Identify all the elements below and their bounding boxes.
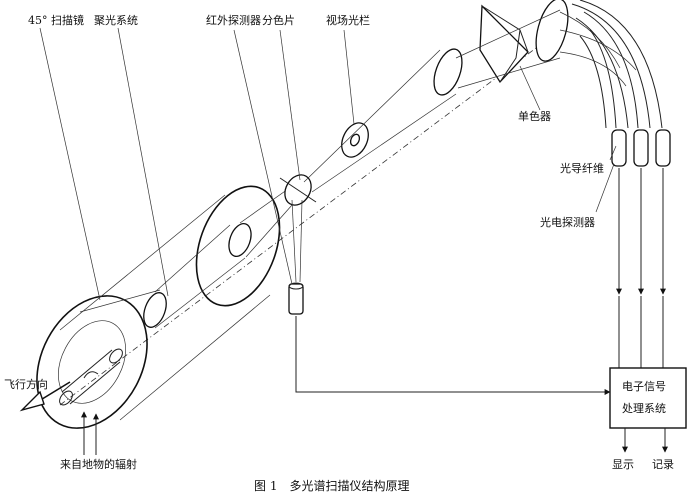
flight-direction-arrow <box>19 381 71 412</box>
label-photo-detector: 光电探测器 <box>540 215 595 229</box>
label-ground-radiation: 来自地物的辐射 <box>60 457 137 471</box>
ir-detector <box>288 282 304 315</box>
label-scan-mirror: 45° 扫描镜 <box>28 13 84 27</box>
label-focus-system: 聚光系统 <box>94 13 138 27</box>
label-signal-processing-1: 电子信号 <box>622 380 666 393</box>
figure-caption: 图 1 多光谱扫描仪结构原理 <box>254 478 409 493</box>
collimator-lens <box>433 48 463 96</box>
monochromator-prism <box>479 4 529 84</box>
ground-radiation-arrows <box>81 411 99 455</box>
ir-branch <box>291 199 303 283</box>
label-field-stop: 视场光栏 <box>326 13 370 27</box>
label-display: 显示 <box>612 458 634 471</box>
beam-to-collimator <box>303 49 457 193</box>
label-monochromator: 单色器 <box>518 109 551 123</box>
optical-fibers <box>571 0 663 129</box>
scan-mirror <box>36 295 148 429</box>
focus-primary-mirror <box>195 185 281 307</box>
label-record: 记录 <box>652 458 674 471</box>
photo-detectors <box>611 129 671 167</box>
output-lens <box>535 0 569 62</box>
beam-splitter <box>279 174 317 206</box>
label-fiber: 光导纤维 <box>560 161 604 175</box>
label-signal-processing-2: 处理系统 <box>622 402 666 415</box>
label-flight-direction: 飞行方向 <box>4 377 48 391</box>
field-stop <box>341 122 369 158</box>
focus-secondary-mirror <box>143 224 246 329</box>
label-ir-detector: 红外探测器 <box>206 14 261 27</box>
label-beam-splitter: 分色片 <box>262 13 295 27</box>
signal-processing-box <box>609 367 687 429</box>
detector-output-arrows <box>616 168 666 368</box>
leader-lines <box>39 27 617 301</box>
beam-envelope-1 <box>59 194 271 421</box>
output-arrows <box>622 428 668 453</box>
optical-axis <box>59 29 561 406</box>
ir-signal-wire <box>295 316 611 395</box>
